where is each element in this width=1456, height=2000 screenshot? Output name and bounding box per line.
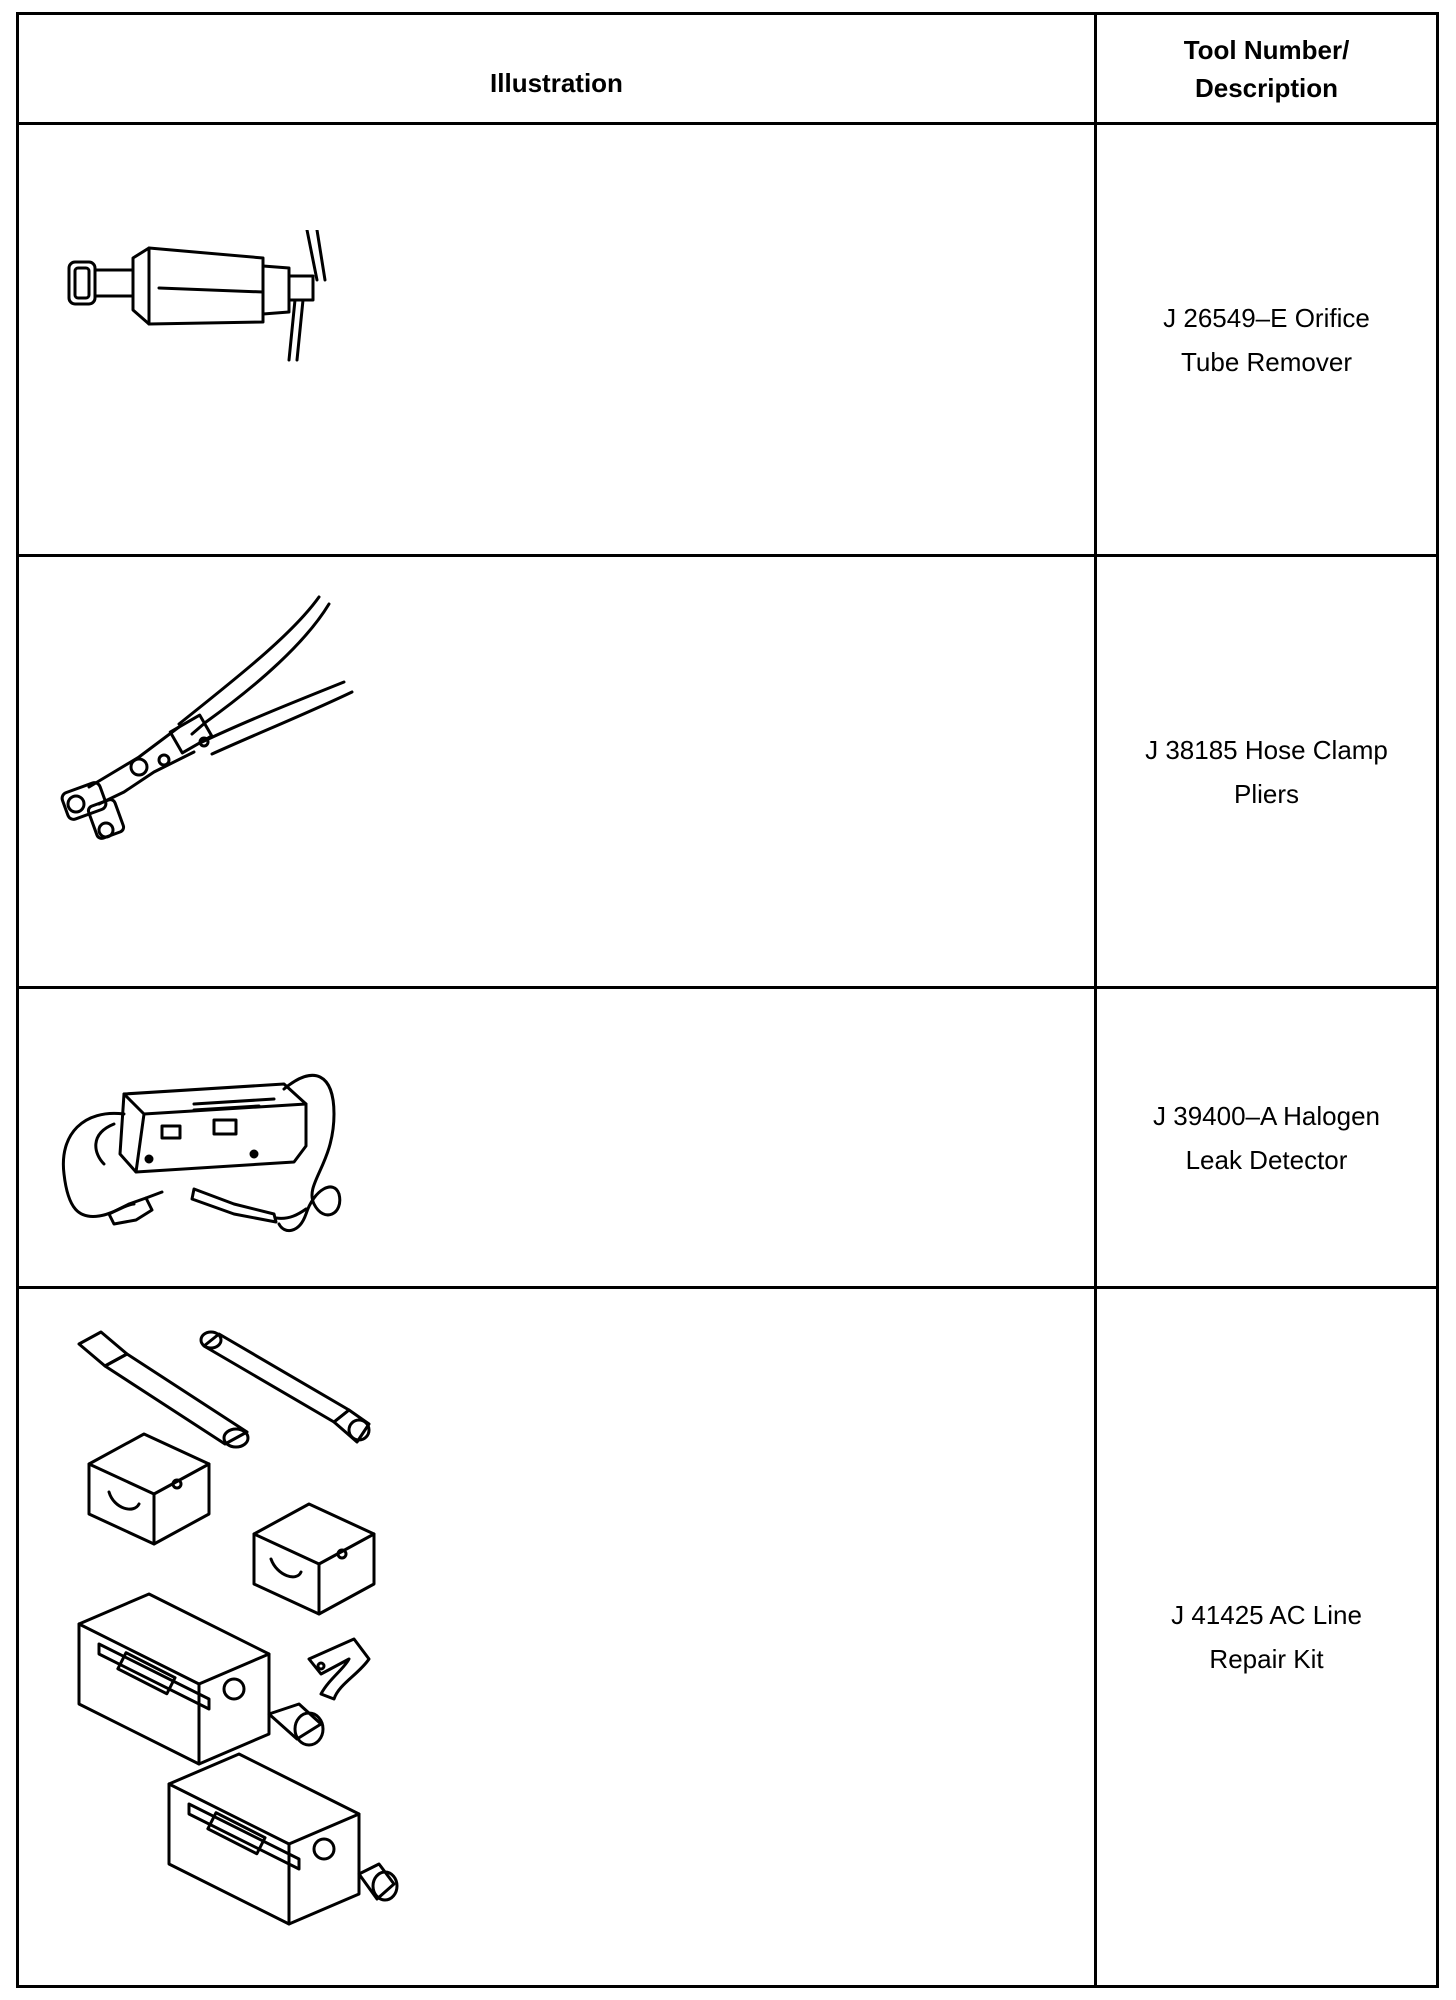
- tool-row-orifice-tube-remover: J 26549–E Orifice Tube Remover: [19, 125, 1436, 557]
- halogen-leak-detector-icon: [61, 1073, 342, 1233]
- column-divider: [1094, 15, 1097, 1985]
- ac-line-repair-kit-icon: [77, 1330, 399, 1926]
- illustration-cell: [19, 557, 1094, 986]
- tool-description: J 41425 AC Line Repair Kit: [1097, 1289, 1436, 1985]
- tool-row-hose-clamp-pliers: J 38185 Hose Clamp Pliers: [19, 557, 1436, 989]
- tool-table: Illustration Tool Number/ Description: [16, 12, 1439, 1988]
- tool-description-line1: J 39400–A Halogen: [1153, 1100, 1380, 1131]
- header-tool-line1: Tool Number/: [1183, 34, 1350, 65]
- tool-description-line1: J 38185 Hose Clamp: [1145, 734, 1388, 765]
- header-tool-line2: Description: [1194, 72, 1339, 103]
- header-tool-description: Tool Number/ Description: [1097, 15, 1436, 122]
- tool-description-line2: Tube Remover: [1181, 346, 1352, 377]
- tool-row-ac-line-repair-kit: J 41425 AC Line Repair Kit: [19, 1289, 1436, 1985]
- tool-row-halogen-leak-detector: J 39400–A Halogen Leak Detector: [19, 989, 1436, 1289]
- tool-description-line1: J 26549–E Orifice: [1163, 302, 1370, 333]
- tool-description-line1: J 41425 AC Line: [1171, 1600, 1362, 1630]
- tool-description-line2: Repair Kit: [1209, 1644, 1324, 1674]
- tool-description: J 39400–A Halogen Leak Detector: [1097, 989, 1436, 1286]
- tool-description-line2: Leak Detector: [1185, 1144, 1348, 1175]
- tool-description-line2: Pliers: [1233, 778, 1299, 809]
- illustration-cell: [19, 125, 1094, 554]
- hose-clamp-pliers-icon: [60, 595, 354, 840]
- header-illustration: Illustration: [490, 68, 623, 98]
- orifice-tube-remover-icon: [67, 230, 327, 362]
- illustration-cell: [19, 989, 1094, 1286]
- tool-description: J 26549–E Orifice Tube Remover: [1097, 125, 1436, 554]
- illustration-cell: [19, 1289, 1094, 1985]
- header-row: Illustration Tool Number/ Description: [19, 15, 1436, 125]
- tool-description: J 38185 Hose Clamp Pliers: [1097, 557, 1436, 986]
